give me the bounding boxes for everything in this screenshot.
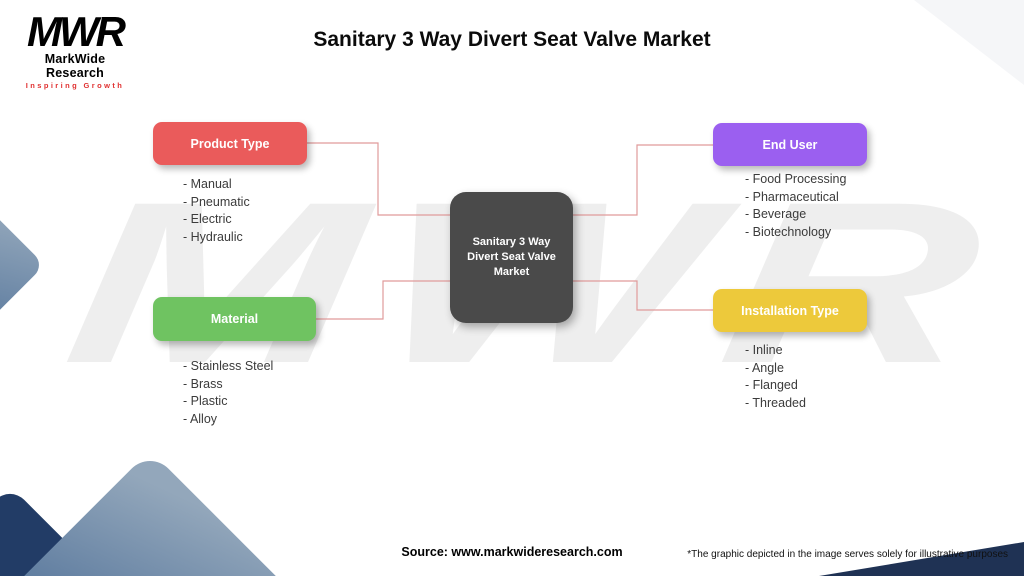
center-node: Sanitary 3 Way Divert Seat Valve Market [450,192,573,323]
markwide-logo: MWR MarkWide Research Inspiring Growth [20,8,130,91]
category-label-end-user: End User [762,137,818,152]
list-item: - Plastic [183,394,228,408]
list-item: - Alloy [183,411,218,426]
logo-name: MarkWide Research [44,52,106,80]
category-label-product-type: Product Type [190,136,270,151]
category-label-material: Material [210,312,259,326]
category-box-installation-type: Installation Type [713,289,867,332]
source-text: Source: www.markwideresearch.com [401,545,623,559]
list-item: - Food Processing [745,172,847,186]
list-item: - Electric [183,212,232,226]
logo-monogram: MWR [27,8,126,55]
category-box-product-type: Product Type [153,122,307,165]
connector-product-type [307,142,452,216]
list-item: - Biotechnology [745,224,832,239]
list-item: - Inline [745,343,783,357]
connector-end-user [571,144,713,216]
category-list-product-type: - Manual - Pneumatic - Electric - Hydrau… [183,176,250,246]
list-item: - Stainless Steel [183,359,274,373]
page-title: Sanitary 3 Way Divert Seat Valve Market [313,28,711,51]
list-item: - Threaded [745,395,806,410]
list-item: - Beverage [745,207,807,221]
center-node-label: Sanitary 3 Way Divert Seat Valve Market [467,236,556,278]
list-item: - Pharmaceutical [745,189,839,204]
list-item: - Manual [183,177,232,191]
list-item: - Angle [745,360,784,375]
connector-material [316,280,452,320]
category-list-installation-type: - Inline - Angle - Flanged - Threaded [745,342,806,412]
list-item: - Brass [183,376,223,391]
category-box-material: Material [153,297,316,341]
connector-installation-type [571,280,713,311]
category-list-material: - Stainless Steel - Brass - Plastic - Al… [183,358,273,428]
list-item: - Hydraulic [183,229,243,244]
list-item: - Flanged [745,378,798,392]
list-item: - Pneumatic [183,194,250,209]
category-box-end-user: End User [713,123,867,166]
disclaimer-text: *The graphic depicted in the image serve… [687,549,1008,560]
logo-tagline: Inspiring Growth [25,81,125,90]
category-label-installation-type: Installation Type [741,303,839,318]
category-list-end-user: - Food Processing - Pharmaceutical - Bev… [745,171,846,241]
